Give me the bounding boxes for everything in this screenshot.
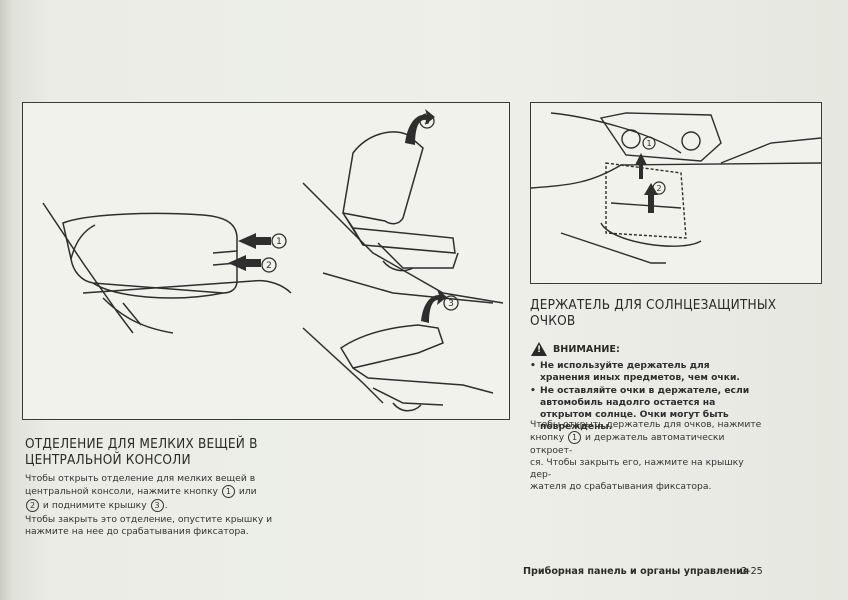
circled-1: 1 [221, 485, 235, 499]
footer-section-title: Приборная панель и органы управления [523, 566, 750, 577]
callout-2: 2 [266, 261, 272, 271]
sunglasses-para-line1: Чтобы открыть держатель для очков, нажми… [530, 419, 762, 430]
circled-2: 2 [26, 498, 39, 512]
sunglasses-heading: ДЕРЖАТЕЛЬ ДЛЯ СОЛНЦЕЗАЩИТНЫХ ОЧКОВ [530, 297, 790, 329]
sunglasses-heading-line1: ДЕРЖАТЕЛЬ ДЛЯ СОЛНЦЕЗАЩИТНЫХ [530, 297, 777, 313]
console-heading-line2: ЦЕНТРАЛЬНОЙ КОНСОЛИ [25, 452, 191, 468]
console-para2-line2: нажмите на нее до срабатывания фиксатора… [25, 526, 249, 538]
sunglasses-heading-line2: ОЧКОВ [530, 313, 576, 329]
console-figure: 1 2 3 3 [22, 102, 510, 420]
console-para1-or: или [238, 486, 257, 498]
warning-icon: ! [531, 342, 547, 356]
warning-item: Не используйте держатель для хранения ин… [530, 360, 762, 385]
console-para1-text-b: центральной консоли, нажмите кнопку [25, 486, 218, 498]
sunglasses-paragraph: Чтобы открыть держатель для очков, нажми… [530, 419, 766, 494]
sunglasses-para-line4: жателя до срабатывания фиксатора. [530, 481, 712, 493]
console-open-paragraph: Чтобы открыть отделение для мелких вещей… [25, 473, 275, 512]
console-para1-line3: 2 и поднимите крышку 3. [25, 498, 275, 512]
callout-3-bottom: 3 [448, 299, 454, 309]
console-para1-text-c: и поднимите крышку [42, 499, 147, 511]
console-para1-line2: центральной консоли, нажмите кнопку 1 ил… [25, 485, 275, 499]
warning-title-text: ВНИМАНИЕ: [553, 343, 620, 355]
console-close-paragraph: Чтобы закрыть это отделение, опустите кр… [25, 514, 275, 539]
book-gutter [0, 0, 14, 600]
console-illustration: 1 2 3 3 [42, 109, 504, 412]
console-para2-line1: Чтобы закрыть это отделение, опустите кр… [25, 514, 273, 525]
callout-1-right: 1 [646, 139, 651, 148]
sunglasses-illustration: 1 2 [531, 112, 821, 264]
warning-list: Не используйте держатель для хранения ин… [530, 360, 762, 434]
sunglasses-para-c: и держатель автоматически откроет- [530, 432, 725, 456]
callout-1: 1 [276, 237, 282, 247]
callout-2-right: 2 [656, 184, 661, 193]
page-number: 2-25 [741, 566, 763, 577]
sunglasses-para-line3: ся. Чтобы закрыть его, нажмите на крышку… [530, 456, 744, 481]
console-heading: ОТДЕЛЕНИЕ ДЛЯ МЕЛКИХ ВЕЩЕЙ В ЦЕНТРАЛЬНОЙ… [25, 436, 285, 468]
callout-3-top: 3 [424, 117, 430, 127]
bleed-through [530, 32, 810, 44]
circled-3: 3 [150, 498, 164, 512]
circled-1-right: 1 [568, 431, 582, 445]
sunglasses-para-b: кнопку [530, 432, 565, 444]
console-heading-line1: ОТДЕЛЕНИЕ ДЛЯ МЕЛКИХ ВЕЩЕЙ В [25, 436, 258, 452]
warning-title: ! ВНИМАНИЕ: [531, 342, 620, 356]
sunglasses-para-line2: кнопку 1 и держатель автоматически откро… [530, 431, 766, 457]
console-para1-line1: Чтобы открыть отделение для мелких вещей… [25, 473, 256, 484]
sunglasses-figure: 1 2 [530, 102, 822, 284]
warning-item: Не оставляйте очки в держателе, если авт… [530, 385, 762, 434]
